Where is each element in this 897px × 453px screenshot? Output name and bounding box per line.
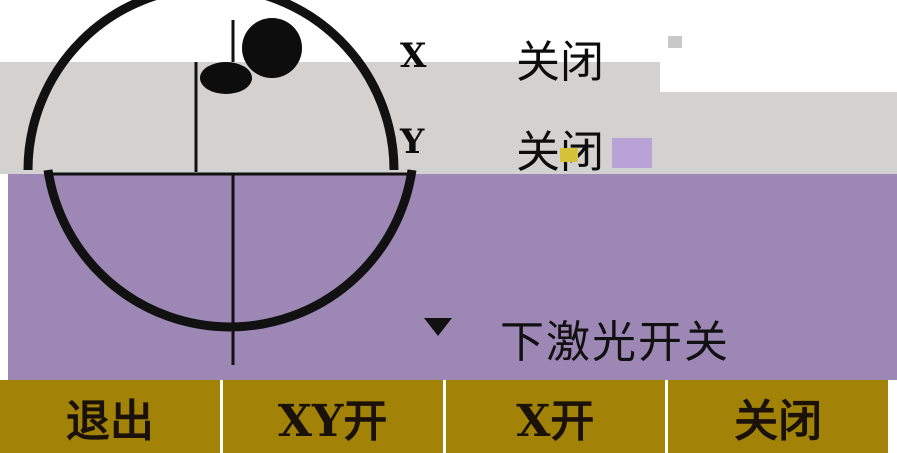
triangle-down-icon	[424, 318, 452, 336]
exit-button[interactable]: 退出	[65, 395, 154, 447]
x-on-button[interactable]: X开	[442, 380, 666, 453]
x-axis-state: 关闭	[516, 37, 604, 88]
close-button[interactable]: 关闭	[665, 380, 897, 453]
noise-artifact	[668, 36, 682, 48]
softkey-bar: 退出 XY开 X开 关闭	[0, 380, 897, 453]
xy-on-button[interactable]: XY开	[219, 380, 443, 453]
main-panel	[8, 174, 897, 380]
status-band-strip	[660, 62, 897, 92]
noise-artifact	[612, 138, 652, 168]
x-axis-label: X	[400, 36, 427, 76]
y-axis-label: Y	[400, 122, 425, 162]
noise-artifact	[560, 148, 578, 162]
left-edge	[0, 174, 8, 453]
top-band	[0, 0, 897, 62]
laser-toggle-label: 下激光开关	[500, 317, 730, 368]
